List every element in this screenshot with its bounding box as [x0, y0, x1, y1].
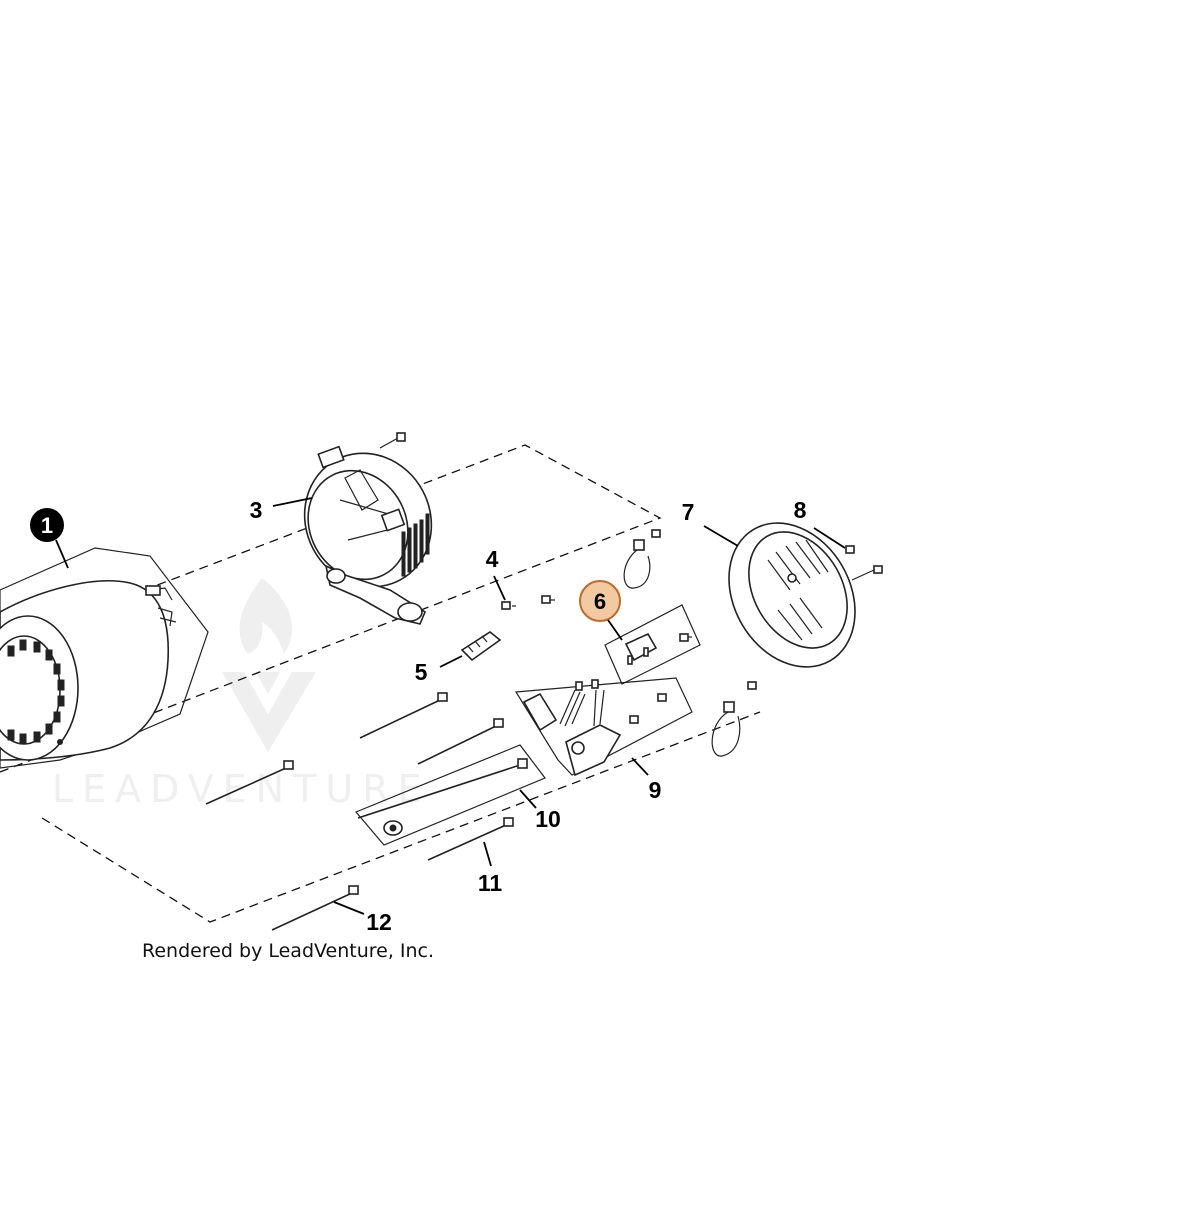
screws-8: [813, 527, 883, 581]
callout-10-label[interactable]: 10: [535, 806, 561, 832]
bolts: [55, 539, 546, 931]
callout-8-label[interactable]: 8: [794, 497, 807, 523]
callout-12-label[interactable]: 12: [366, 909, 392, 935]
end-cover: [703, 522, 856, 668]
callout-6[interactable]: 6: [579, 580, 623, 641]
flame-chevron-logo-icon: [222, 578, 316, 752]
callout-3-label[interactable]: 3: [250, 497, 263, 523]
callout-labels: 1 3 4 5 6 7 8 9 10 11 12: [30, 497, 807, 935]
callout-7-label[interactable]: 7: [682, 499, 695, 525]
brush-holder: [439, 631, 502, 668]
callout-6-label: 6: [594, 589, 606, 614]
callout-1[interactable]: 1: [30, 508, 64, 542]
adapter-housing: [272, 432, 433, 625]
watermark: LEADVENTURE: [52, 578, 431, 811]
screws-4: [493, 575, 555, 610]
stator-assembly: [0, 547, 209, 769]
render-credit: Rendered by LeadVenture, Inc.: [142, 940, 434, 962]
callout-11-label[interactable]: 11: [478, 870, 503, 896]
callout-4-label[interactable]: 4: [486, 546, 499, 572]
watermark-text: LEADVENTURE: [52, 767, 431, 811]
callout-9-label[interactable]: 9: [649, 777, 662, 803]
control-module-box: [514, 677, 693, 777]
wire-ties: [623, 529, 757, 757]
assembly-outline: [0, 444, 761, 923]
callout-5-label[interactable]: 5: [415, 659, 428, 685]
callout-1-label: 1: [41, 513, 53, 538]
avr-box: [604, 604, 701, 685]
